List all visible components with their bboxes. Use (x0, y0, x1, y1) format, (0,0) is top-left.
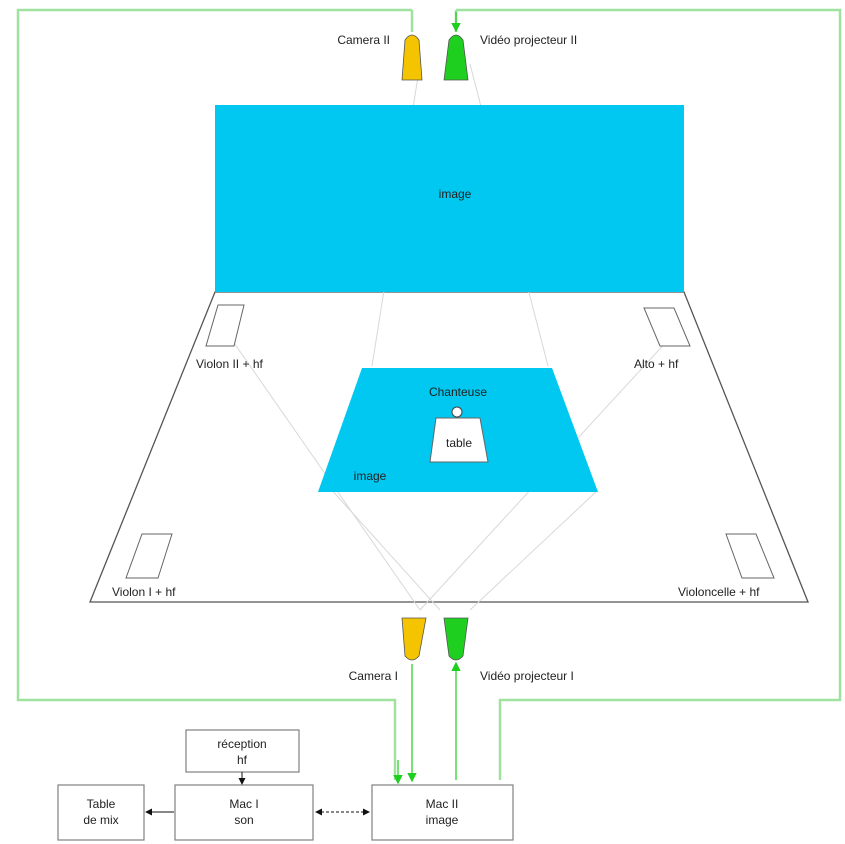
cable-outer-left (16, 8, 412, 780)
mix-table-label-1: Table (87, 797, 116, 811)
musician-violin1-label: Violon I + hf (112, 585, 176, 599)
camera-top-icon (401, 34, 423, 81)
back-screen (215, 105, 684, 292)
musician-alto-label: Alto + hf (634, 357, 679, 371)
projector-top-label: Vidéo projecteur II (480, 33, 577, 47)
back-screen-label: image (439, 187, 472, 201)
table-shape (429, 417, 489, 463)
projector-bottom-icon (443, 617, 469, 661)
musician-violin2-label: Violon II + hf (196, 357, 263, 371)
music-stand-cello-icon (725, 533, 775, 579)
projector-top-icon (443, 34, 469, 81)
music-stand-violin1-icon (125, 533, 173, 579)
table-label: table (446, 436, 472, 450)
mac1-label-1: Mac I (229, 797, 258, 811)
mac2-label-1: Mac II (426, 797, 459, 811)
mac2-box (371, 784, 514, 841)
mix-table-label-2: de mix (83, 813, 118, 827)
mac2-label-2: image (426, 813, 459, 827)
floor-screen-label-top: Chanteuse (429, 385, 487, 399)
music-stand-alto-icon (643, 307, 691, 347)
reception-hf-label-2: hf (237, 753, 248, 767)
floor-screen-label-bottom: image (354, 469, 387, 483)
cable-outer-right (456, 8, 842, 780)
camera-bottom-icon (401, 617, 427, 661)
reception-hf-label-1: réception (217, 737, 266, 751)
camera-bottom-label: Camera I (349, 669, 398, 683)
musician-cello-label: Violoncelle + hf (678, 585, 760, 599)
mix-table-box (57, 784, 145, 841)
singer-icon (451, 406, 463, 418)
reception-hf-box (185, 729, 300, 773)
music-stand-violin2-icon (205, 304, 245, 347)
camera-top-label: Camera II (337, 33, 390, 47)
projector-bottom-label: Vidéo projecteur I (480, 669, 574, 683)
mac1-box (174, 784, 314, 841)
mac1-label-2: son (234, 813, 253, 827)
